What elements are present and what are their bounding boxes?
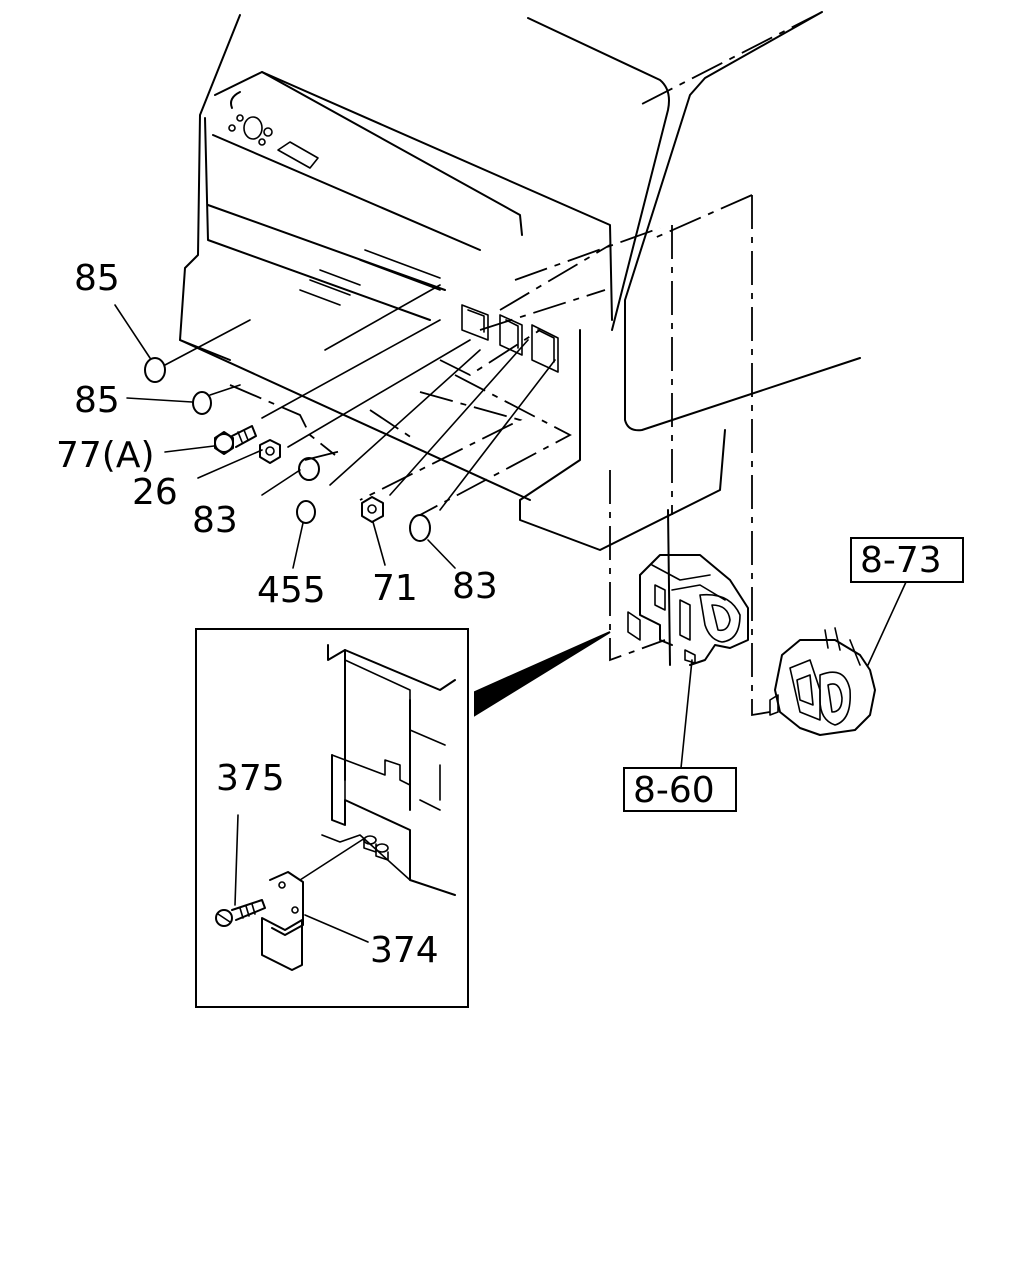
part-83-washer-a [298, 457, 320, 481]
fasteners [144, 357, 431, 542]
label-83-right: 83 [452, 566, 498, 607]
label-83-left: 83 [192, 500, 238, 541]
part-374-bracket [261, 871, 304, 971]
label-85-middle: 85 [74, 380, 120, 421]
part-71-nut [361, 496, 384, 523]
part-85-washer-a [144, 357, 166, 383]
construction-lines [479, 11, 823, 717]
ref-box-8-60 [623, 767, 737, 812]
label-375: 375 [216, 758, 285, 799]
detail-pointer [474, 631, 611, 717]
part-77a-bolt [214, 425, 257, 455]
part-26-nut [259, 439, 281, 464]
label-455: 455 [257, 570, 326, 611]
ref-label-8-73: 8-73 [860, 540, 942, 581]
label-77a: 77(A) [56, 435, 155, 476]
detail-bracket-view [299, 644, 456, 896]
dash-controls [228, 114, 319, 169]
part-85-washer-b [192, 391, 212, 415]
blower-unit-8-73 [769, 627, 876, 736]
part-83-washer-b [409, 514, 431, 542]
cab-dashboard-outline [179, 11, 861, 551]
ref-box-8-73 [850, 537, 964, 583]
panel-openings [461, 304, 559, 373]
part-455-washer [296, 500, 316, 524]
fastener-leaders [164, 227, 661, 516]
label-374: 374 [370, 930, 439, 971]
part-375-screw [215, 899, 266, 927]
heater-unit-8-60 [627, 509, 749, 666]
ref-label-8-60: 8-60 [633, 770, 715, 811]
label-26: 26 [132, 472, 178, 513]
label-85-top: 85 [74, 258, 120, 299]
callout-leaders [114, 304, 907, 943]
label-71: 71 [372, 568, 418, 609]
